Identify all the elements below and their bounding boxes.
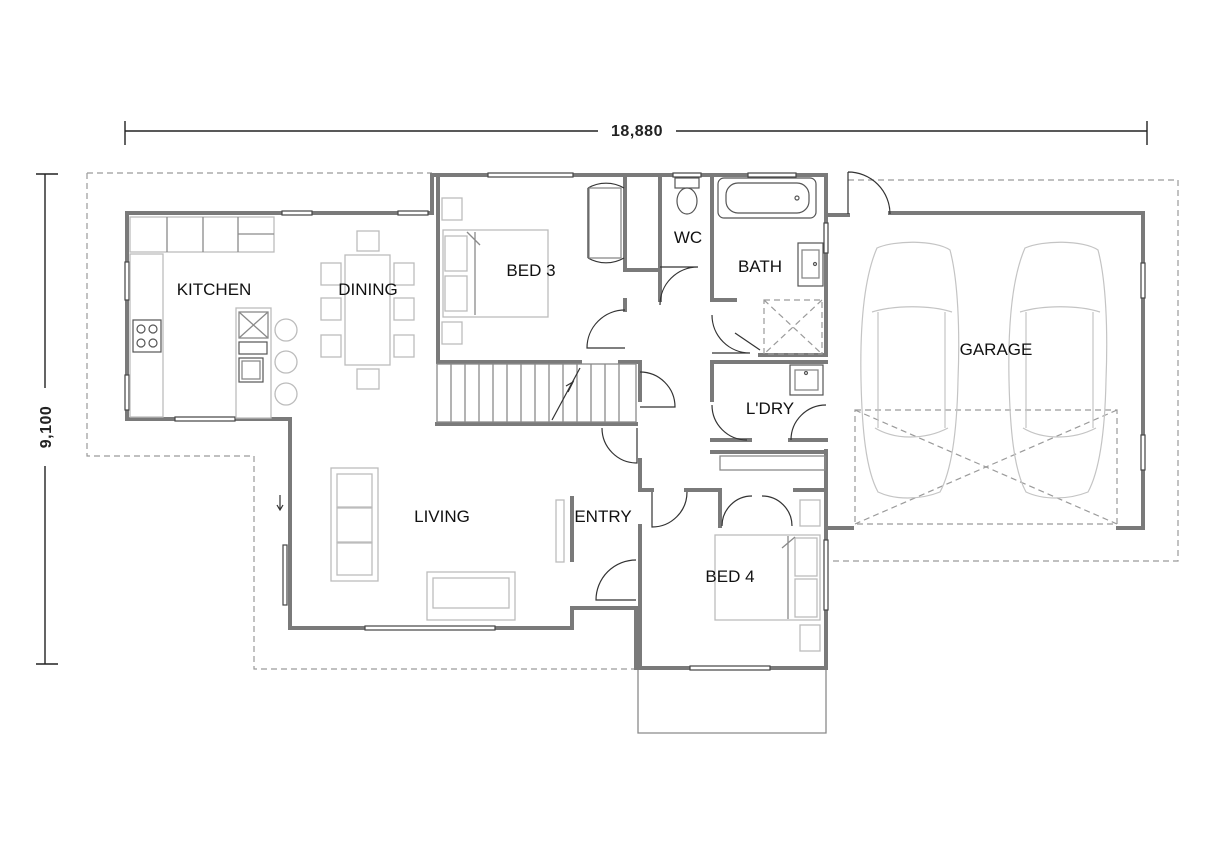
room-labels: KITCHEN DINING BED 3 WC BATH GARAGE L'DR… [177,228,1033,586]
living-furniture [330,467,565,621]
bed3-furniture [441,187,622,345]
room-label-wc: WC [674,228,702,247]
bed4-furniture [714,455,826,652]
width-dimension: 18,880 [124,121,1148,145]
kitchen-joinery [129,216,298,419]
dining-table [320,230,415,390]
room-label-dining: DINING [338,280,398,299]
garage-cars [860,241,1108,499]
width-dimension-label: 18,880 [611,123,663,140]
depth-dimension-label: 9,100 [38,406,55,449]
room-label-kitchen: KITCHEN [177,280,252,299]
depth-dimension: 9,100 [36,173,58,665]
room-label-bed3: BED 3 [506,261,555,280]
roof-outline [86,172,1179,734]
bath-fixtures [717,177,824,355]
windows [124,172,1146,671]
room-label-bed4: BED 4 [705,567,754,586]
stairs [436,363,637,423]
wc-fixtures [674,177,700,215]
room-label-laundry: L'DRY [746,399,794,418]
doors [276,171,891,601]
laundry-tub [789,364,824,396]
room-label-garage: GARAGE [960,340,1033,359]
room-label-living: LIVING [414,507,470,526]
room-label-bath: BATH [738,257,782,276]
room-label-entry: ENTRY [574,507,631,526]
